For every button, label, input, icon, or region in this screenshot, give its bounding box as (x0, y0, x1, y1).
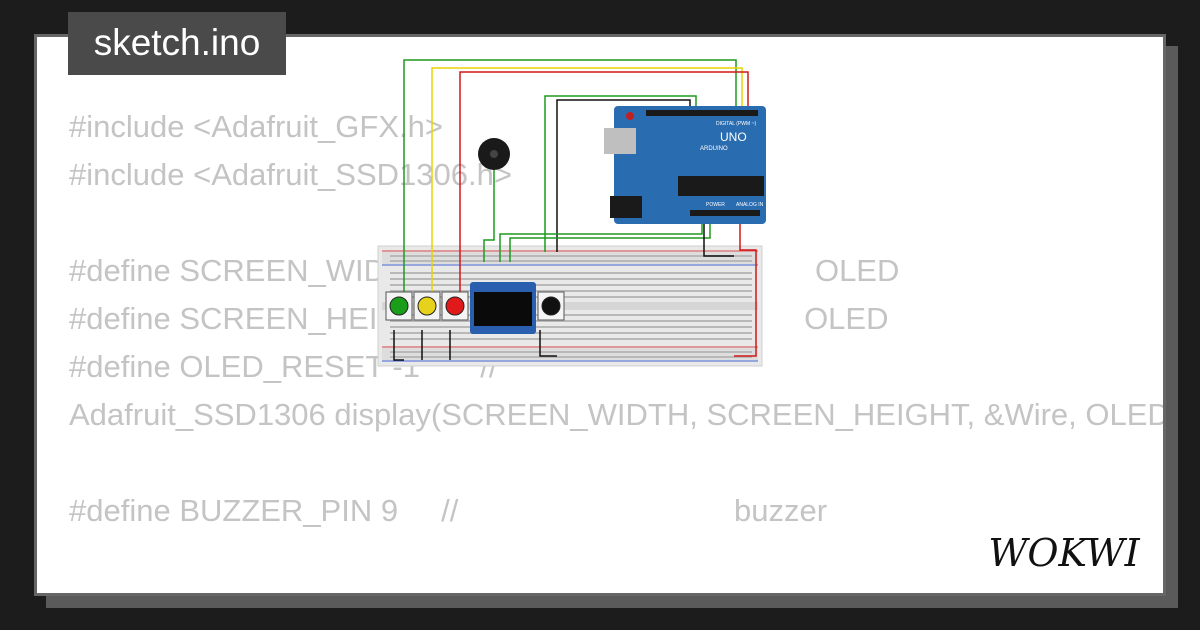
wires (393, 59, 757, 361)
oled-display-icon (470, 282, 536, 334)
code-line-9: #define BUZZER_PIN 9 // buzzer (69, 493, 828, 528)
arduino-model-label: UNO (720, 130, 747, 144)
arduino-uno-board: DIGITAL (PWM ~) ARDUINO UNO POWER ANALOG… (604, 106, 766, 224)
arduino-power-label: POWER (706, 202, 725, 208)
code-line-11: bool gameActive = false; // (69, 583, 1163, 593)
breadboard-holes (390, 255, 752, 358)
arduino-brand-label: ARDUINO (700, 146, 728, 152)
arduino-digital-label: DIGITAL (PWM ~) (716, 121, 756, 127)
buzzer-icon (478, 138, 510, 170)
push-button-yellow (413, 291, 441, 321)
push-button-red (441, 291, 469, 321)
code-line-7: Adafruit_SSD1306 display(SCREEN_WIDTH, S… (69, 397, 1163, 432)
code-line-1: #include <Adafruit_GFX.h> (69, 109, 443, 144)
arduino-analog-label: ANALOG IN (736, 202, 764, 208)
code-line-8 (69, 439, 1163, 487)
circuit-diagram: DIGITAL (PWM ~) ARDUINO UNO POWER ANALOG… (377, 59, 766, 367)
code-line-2: #include <Adafruit_SSD1306.h> (69, 157, 512, 192)
push-button-green (385, 291, 413, 321)
push-button-black (537, 291, 565, 321)
wokwi-logo: WOKWI (988, 531, 1140, 575)
wokwi-logo-text: WOKWI (988, 531, 1140, 575)
sketch-title: sketch.ino (68, 12, 286, 75)
